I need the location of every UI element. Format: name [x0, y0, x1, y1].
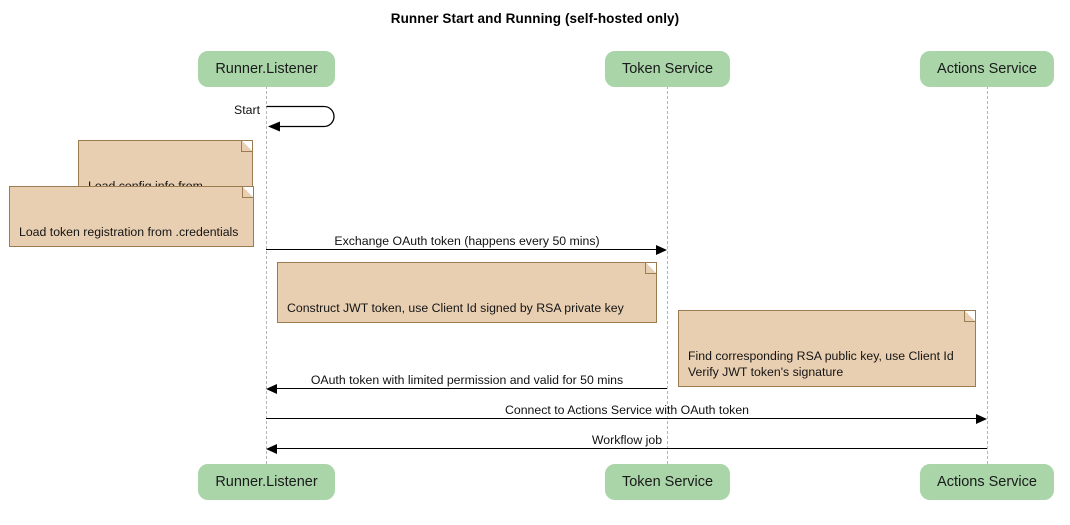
note-construct-jwt-token: Construct JWT token, use Client Id signe…: [277, 262, 657, 323]
participant-label: Actions Service: [937, 474, 1037, 490]
message-label-exchange-oauth-token: Exchange OAuth token (happens every 50 m…: [334, 234, 600, 248]
note-fold-icon: [645, 263, 656, 274]
message-line-oauth-token-limited: [277, 388, 667, 389]
message-line-workflow-job: [277, 448, 987, 449]
arrowhead-left-oauth-token-limited: [266, 383, 277, 394]
participant-label: Token Service: [621, 61, 714, 77]
participant-actions-service-bottom[interactable]: Actions Service: [920, 464, 1054, 500]
message-label-start: Start: [234, 103, 260, 117]
note-text: Construct JWT token, use Client Id signe…: [287, 301, 624, 315]
participant-actions-service-top[interactable]: Actions Service: [920, 51, 1054, 87]
note-fold-icon: [242, 187, 253, 198]
participant-label: Actions Service: [937, 61, 1037, 77]
message-start-selfloop: [266, 101, 346, 133]
participant-token-service-bottom[interactable]: Token Service: [605, 464, 730, 500]
message-label-connect-actions-service: Connect to Actions Service with OAuth to…: [504, 403, 750, 417]
message-line-exchange-oauth-token: [266, 249, 656, 250]
participant-runner-listener-top[interactable]: Runner.Listener: [198, 51, 335, 87]
lifeline-actions: [987, 86, 988, 464]
participant-label: Runner.Listener: [215, 474, 318, 490]
message-label-workflow-job: Workflow job: [591, 433, 663, 447]
message-label-oauth-token-limited: OAuth token with limited permission and …: [310, 373, 624, 387]
note-text: Load token registration from .credential…: [19, 225, 239, 239]
participant-runner-listener-bottom[interactable]: Runner.Listener: [198, 464, 335, 500]
lifeline-token: [667, 86, 668, 464]
arrowhead-right-connect-actions-service: [976, 413, 987, 424]
note-text: Find corresponding RSA public key, use C…: [688, 349, 954, 379]
participant-label: Token Service: [621, 474, 714, 490]
participant-token-service-top[interactable]: Token Service: [605, 51, 730, 87]
arrowhead-left-workflow-job: [266, 443, 277, 454]
note-load-token-registration: Load token registration from .credential…: [9, 186, 254, 247]
page-title: Runner Start and Running (self-hosted on…: [390, 11, 680, 26]
lifeline-runner: [266, 86, 267, 464]
note-fold-icon: [241, 141, 252, 152]
arrowhead-right-exchange-oauth-token: [656, 244, 667, 255]
message-line-connect-actions-service: [266, 418, 976, 419]
note-find-rsa-public-key: Find corresponding RSA public key, use C…: [678, 310, 976, 387]
note-fold-icon: [964, 311, 975, 322]
participant-label: Runner.Listener: [215, 61, 318, 77]
